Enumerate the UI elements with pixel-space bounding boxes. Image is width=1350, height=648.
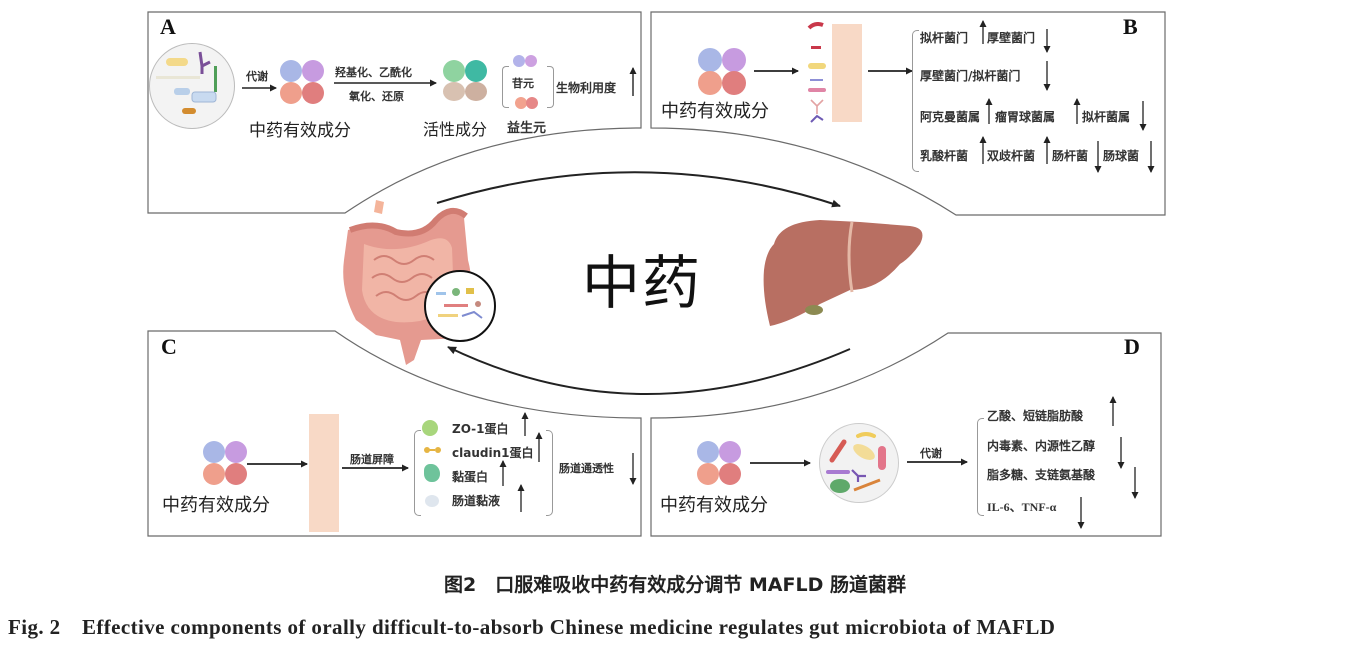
arrow-up-icon xyxy=(985,98,993,124)
panel-b-component-label: 中药有效成分 xyxy=(661,101,769,122)
arrow-up-icon xyxy=(521,412,529,436)
panel-a-component-balls-icon xyxy=(280,60,326,106)
panel-b-row3-item1: 阿克曼菌属 xyxy=(920,110,981,124)
panel-a-arrow-reaction xyxy=(334,79,437,87)
claudin1-protein-icon xyxy=(424,447,442,453)
panel-d-component-balls-icon xyxy=(697,441,743,487)
panel-b-row1-item2: 厚壁菌门 xyxy=(987,31,1036,45)
panel-d-bracket xyxy=(977,418,984,516)
microbiota-magnifier-icon xyxy=(424,270,496,342)
panel-a-arrow-metabolism xyxy=(242,84,277,92)
panel-a-aglycone-label: 苷元 xyxy=(512,77,534,90)
figure-caption-cn: 图2 口服难吸收中药有效成分调节 MAFLD 肠道菌群 xyxy=(444,574,906,596)
panel-a-active-balls-icon xyxy=(443,60,489,106)
panel-b-microbes-icon xyxy=(805,22,827,124)
panel-c-bracket-right xyxy=(546,430,553,516)
panel-a-prebiotic-icon xyxy=(515,97,541,109)
panel-c-barrier-label: 肠道屏障 xyxy=(350,453,394,466)
panel-d-arrow-2 xyxy=(907,458,968,466)
panel-a-metabolism-label: 代谢 xyxy=(246,70,268,83)
panel-c-effect-label: 肠道通透性 xyxy=(559,462,614,475)
arrow-up-icon xyxy=(1043,136,1051,164)
panel-b-row4-item2: 双歧杆菌 xyxy=(987,149,1036,163)
arrow-down-icon xyxy=(1043,29,1051,53)
panel-d-item2: 内毒素、内源性乙醇 xyxy=(987,439,1096,453)
panel-b-component-balls-icon xyxy=(698,48,746,96)
gut-microbe-circle-icon xyxy=(149,43,235,129)
arrow-down-icon xyxy=(1131,467,1139,499)
intestinal-mucus-icon xyxy=(425,495,439,507)
panel-d-letter: D xyxy=(1124,334,1140,359)
panel-a-reaction-line2: 氧化、还原 xyxy=(349,90,404,103)
panel-b-row4-item1: 乳酸杆菌 xyxy=(920,149,969,163)
panel-d-item1: 乙酸、短链脂肪酸 xyxy=(987,409,1084,423)
cycle-arrow-bottom xyxy=(447,346,851,395)
arrow-up-icon xyxy=(535,432,543,462)
panel-c-item4: 肠道黏液 xyxy=(452,494,501,508)
arrow-down-icon xyxy=(1139,101,1147,131)
gut-microbiota-circle-icon xyxy=(819,423,899,503)
zo1-protein-icon xyxy=(422,420,438,436)
panel-a-active-label: 活性成分 xyxy=(423,120,488,139)
panel-c-gut-wall-strip xyxy=(309,414,339,532)
panel-a-reaction-line1: 羟基化、乙酰化 xyxy=(335,66,412,79)
panel-a-bracket-left xyxy=(502,66,509,108)
panel-a-frame xyxy=(147,11,642,214)
panel-d-frame xyxy=(650,332,1162,537)
panel-a-prebiotic-label: 益生元 xyxy=(507,121,547,136)
panel-a-letter: A xyxy=(160,14,176,39)
panel-d-item3: 脂多糖、支链氨基酸 xyxy=(987,468,1096,482)
arrow-up-icon xyxy=(629,67,637,96)
panel-b-row4-item3: 肠杆菌 xyxy=(1052,149,1089,163)
liver-illustration xyxy=(763,220,923,326)
arrow-up-icon xyxy=(517,484,525,512)
panel-c-item3: 黏蛋白 xyxy=(452,470,489,484)
arrow-down-icon xyxy=(1043,61,1051,91)
panel-b-gut-wall-strip xyxy=(832,24,862,122)
arrow-up-icon xyxy=(1073,98,1081,124)
arrow-up-icon xyxy=(979,136,987,164)
panel-a-aglycone-icon xyxy=(513,55,539,67)
panel-d-arrow-1 xyxy=(750,459,811,467)
arrow-down-icon xyxy=(1077,497,1085,529)
mucin-icon xyxy=(424,464,440,482)
panel-b-row1-item1: 拟杆菌门 xyxy=(920,31,969,45)
panel-d-item4: IL-6、TNF-α xyxy=(987,500,1057,514)
arrow-up-icon xyxy=(1109,396,1117,426)
panel-c-letter: C xyxy=(161,334,177,359)
panel-c-item2: claudin1蛋白 xyxy=(452,446,534,460)
panel-c-arrow-2 xyxy=(342,464,409,472)
panel-d-metabolism-label: 代谢 xyxy=(920,447,942,460)
panel-c-component-label: 中药有效成分 xyxy=(162,495,270,516)
panel-b-row3-item3: 拟杆菌属 xyxy=(1082,110,1131,124)
panel-a-bracket-right xyxy=(547,66,554,108)
panel-c-frame xyxy=(147,330,642,537)
arrow-down-icon xyxy=(1094,141,1102,173)
panel-b-letter: B xyxy=(1123,14,1138,39)
panel-c-item1: ZO-1蛋白 xyxy=(452,422,509,436)
panel-b-arrow-1 xyxy=(754,67,799,75)
panel-b-row3-item2: 瘤胃球菌属 xyxy=(995,110,1056,124)
panel-b-bracket xyxy=(912,30,919,172)
panel-d-component-label: 中药有效成分 xyxy=(660,495,768,516)
arrow-down-icon xyxy=(629,453,637,485)
cycle-arrow-top xyxy=(436,171,841,208)
arrow-up-icon xyxy=(499,460,507,486)
arrow-down-icon xyxy=(1117,437,1125,469)
arrow-down-icon xyxy=(1147,141,1155,173)
center-label-tcm: 中药 xyxy=(582,249,703,317)
panel-c-arrow-1 xyxy=(247,460,308,468)
panel-b-row2-item1: 厚壁菌门/拟杆菌门 xyxy=(920,69,1021,83)
panel-b-row4-item4: 肠球菌 xyxy=(1103,149,1140,163)
panel-a-component-label: 中药有效成分 xyxy=(249,121,351,141)
panel-b-frame xyxy=(650,11,1166,216)
figure-caption-en: Fig. 2 Effective components of orally di… xyxy=(8,615,1056,639)
arrow-up-icon xyxy=(979,20,987,44)
panel-a-effect-label: 生物利用度 xyxy=(556,81,617,95)
panel-c-component-balls-icon xyxy=(203,441,249,487)
panel-b-arrow-2 xyxy=(868,67,913,75)
panel-c-bracket-left xyxy=(414,430,421,516)
